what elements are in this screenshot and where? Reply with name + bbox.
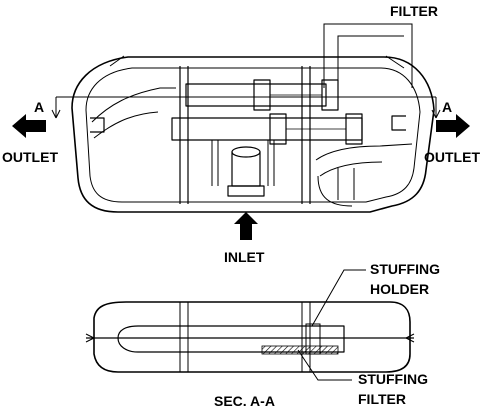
rib-left [179, 66, 189, 204]
outlet-nozzle-left [90, 117, 105, 133]
inlet-stand-left [211, 140, 219, 186]
section-title: SEC. A-A [214, 393, 275, 409]
section-arrow-right [431, 97, 441, 119]
filter-label: FILTER [390, 3, 438, 19]
stuffing-filter-leader [297, 349, 352, 381]
inlet-pipe-top [231, 146, 261, 158]
section-view [85, 301, 415, 373]
upper-filter-tube [185, 83, 327, 107]
inlet-label: INLET [224, 249, 265, 265]
flow-channel-right [315, 143, 413, 177]
stuffing-filter-hatch [261, 345, 339, 355]
section-rib-left [179, 302, 189, 372]
section-arrow-left [51, 97, 61, 119]
top-view [51, 55, 441, 213]
outlet-nozzle-right [391, 115, 406, 131]
flow-channel-left [91, 87, 176, 139]
housing-inner-wall [85, 67, 421, 203]
stuffing-filter-label-line2: FILTER [358, 391, 406, 407]
stuffing-filter-label-line1: STUFFING [358, 371, 428, 387]
section-marker-left: A [34, 99, 44, 115]
section-rib-right [301, 302, 311, 372]
section-marker-right: A [442, 99, 452, 115]
stuffing-holder-leader [311, 269, 366, 327]
lid-ridge [109, 55, 405, 69]
outlet-arrow-left-icon [12, 114, 46, 138]
stuffing-holder-label-line2: HOLDER [370, 281, 429, 297]
outlet-right-label: OUTLET [424, 149, 480, 165]
filter-leader [323, 23, 413, 88]
lower-right-chamber [317, 168, 355, 207]
section-parting-tick-left [85, 333, 95, 343]
section-inner-tube [117, 325, 345, 353]
stuffing-holder-label-line1: STUFFING [370, 261, 440, 277]
rib-center [301, 66, 311, 204]
section-parting-tick-right [405, 333, 415, 343]
inlet-arrow-icon [234, 212, 258, 240]
outlet-arrow-right-icon [436, 114, 470, 138]
inlet-pipe-flange [227, 185, 265, 197]
housing-outline [71, 56, 435, 213]
section-outline [93, 301, 411, 373]
outlet-left-label: OUTLET [2, 149, 58, 165]
inlet-stand-right [267, 140, 275, 186]
